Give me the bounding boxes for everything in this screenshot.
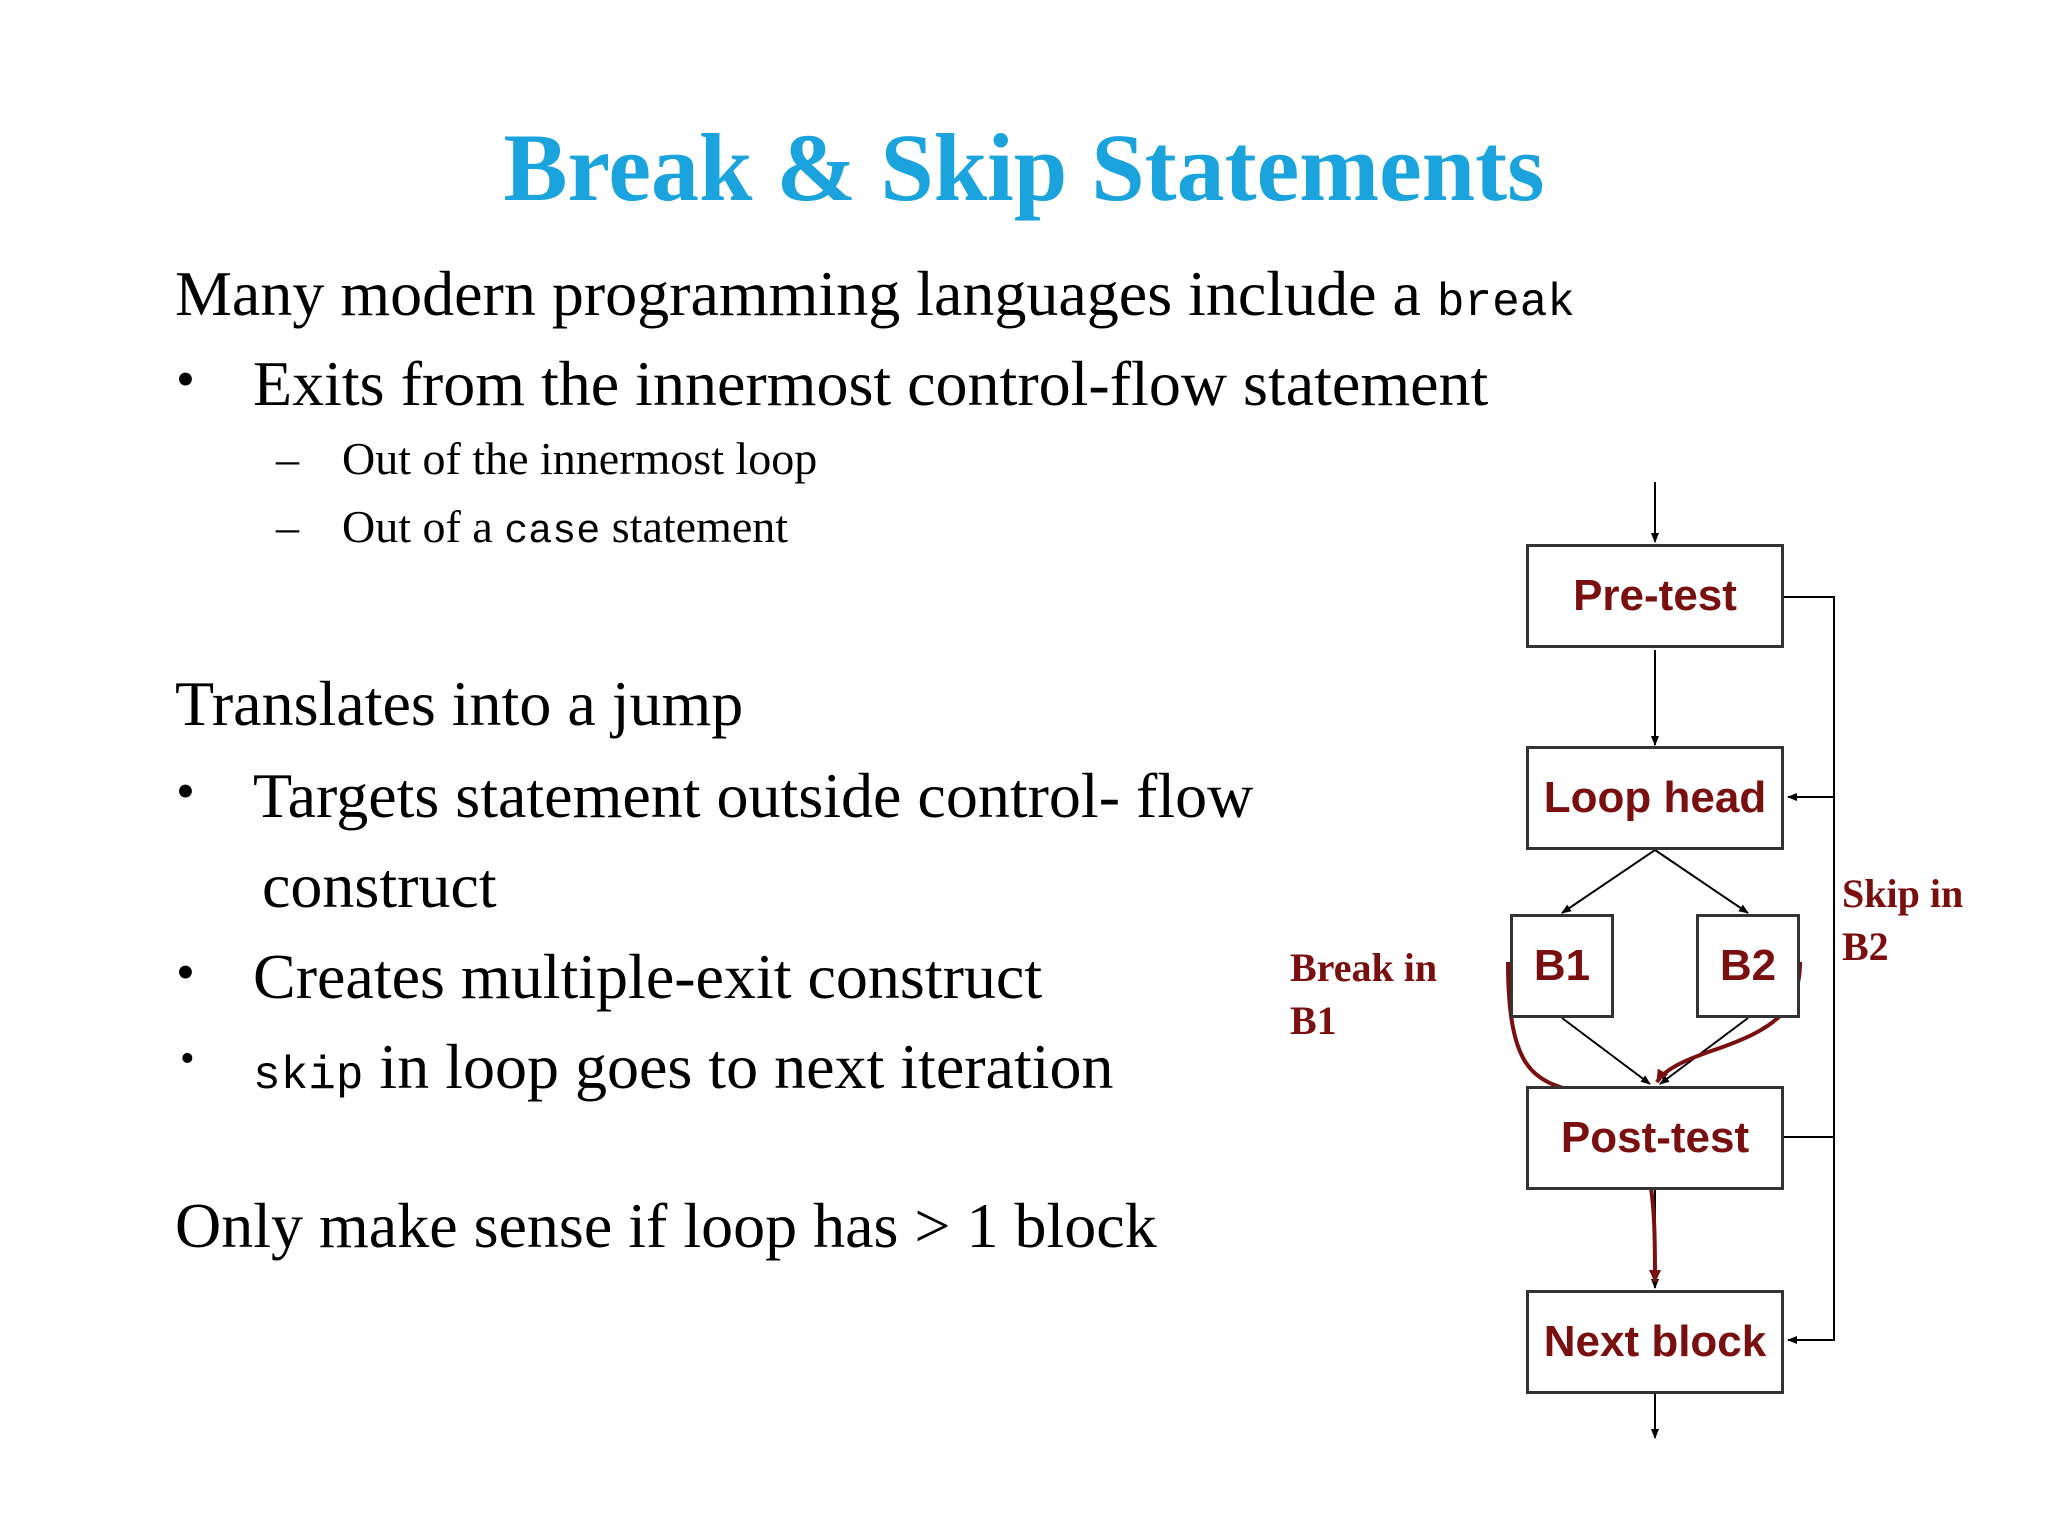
loophead-to-b2-arrow [1654,849,1749,914]
break-label-line1: Break in [1290,945,1438,990]
pretest-box: Pre-test [1526,544,1784,648]
b2-box: B2 [1696,914,1800,1018]
nextblock-box: Next block [1526,1290,1784,1394]
bullet-icon: • [176,761,195,821]
skip-label-line2: B2 [1842,923,1889,969]
break-label-line2: B1 [1290,997,1337,1043]
loophead-to-b1-arrow [1561,849,1656,914]
posttest-box: Post-test [1526,1086,1784,1190]
b1-to-posttest-arrow [1561,1017,1651,1085]
translates-line: Translates into a jump [175,668,744,739]
skip-text: in loop goes to next iteration [363,1031,1114,1102]
sub-bullet-loop: Out of the innermost loop [342,433,818,484]
bullet-targets-cont: construct [262,850,497,921]
sub-case-post: statement [600,501,789,552]
intro-text: Many modern programming languages includ… [175,258,1437,329]
slide-title: Break & Skip Statements [503,114,1545,221]
sub-case-code: case [504,510,601,555]
bullet-icon: • [176,942,195,1002]
bullet-skip: skip in loop goes to next iteration [253,1035,1114,1102]
dash-icon: – [276,501,299,552]
closing-line: Only make sense if loop has > 1 block [175,1190,1157,1261]
bullet-icon: • [176,349,195,409]
loophead-box: Loop head [1526,746,1784,850]
sub-case-pre: Out of a [342,501,505,552]
b2-to-posttest-arrow [1659,1017,1749,1085]
intro-line: Many modern programming languages includ… [175,262,1575,329]
b1-box: B1 [1510,914,1614,1018]
bullet-multiple-exit: Creates multiple-exit construct [253,941,1043,1012]
bullet-targets: Targets statement outside control- flow [253,760,1254,831]
skip-code: skip [253,1050,364,1102]
skip-label-line1: Skip in [1842,871,1964,916]
break-label: Break in B1 [1290,942,1437,1048]
sub-bullet-case: Out of a case statement [342,504,788,553]
bullet-exits: Exits from the innermost control-flow st… [253,348,1489,419]
posttest-backedge-line [1782,793,1835,1138]
skip-label: Skip in B2 [1842,868,1963,974]
bullet-icon: • [180,1036,195,1082]
dash-icon: – [276,433,299,484]
intro-code: break [1436,277,1575,329]
